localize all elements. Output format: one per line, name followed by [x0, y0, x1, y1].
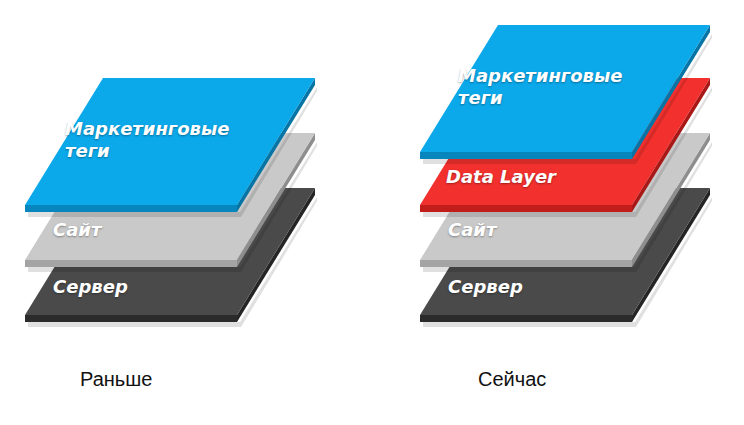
layer-label: Сайт [53, 219, 173, 241]
layer-label: Data Layer [446, 166, 576, 188]
tag-layer: Маркетинговые теги [420, 25, 710, 159]
layer-edge [25, 205, 237, 212]
layer-edge [420, 260, 632, 267]
layer-edge [420, 205, 632, 212]
layer-label: Сервер [53, 276, 173, 298]
layer-edge [420, 152, 632, 159]
layer-edge [25, 315, 237, 322]
layer-label: Маркетинговые теги [458, 65, 628, 108]
layer-label: Маркетинговые теги [65, 118, 235, 161]
layer-face [25, 78, 315, 205]
layer-edge [25, 260, 237, 267]
layer-edge [420, 315, 632, 322]
layer-label: Сервер [448, 276, 568, 298]
layer-label: Сайт [448, 219, 568, 241]
tag-layer: Маркетинговые теги [25, 78, 315, 212]
layer-face [420, 25, 710, 152]
stack-caption: Сейчас [478, 368, 546, 391]
stack-caption: Раньше [80, 368, 152, 391]
